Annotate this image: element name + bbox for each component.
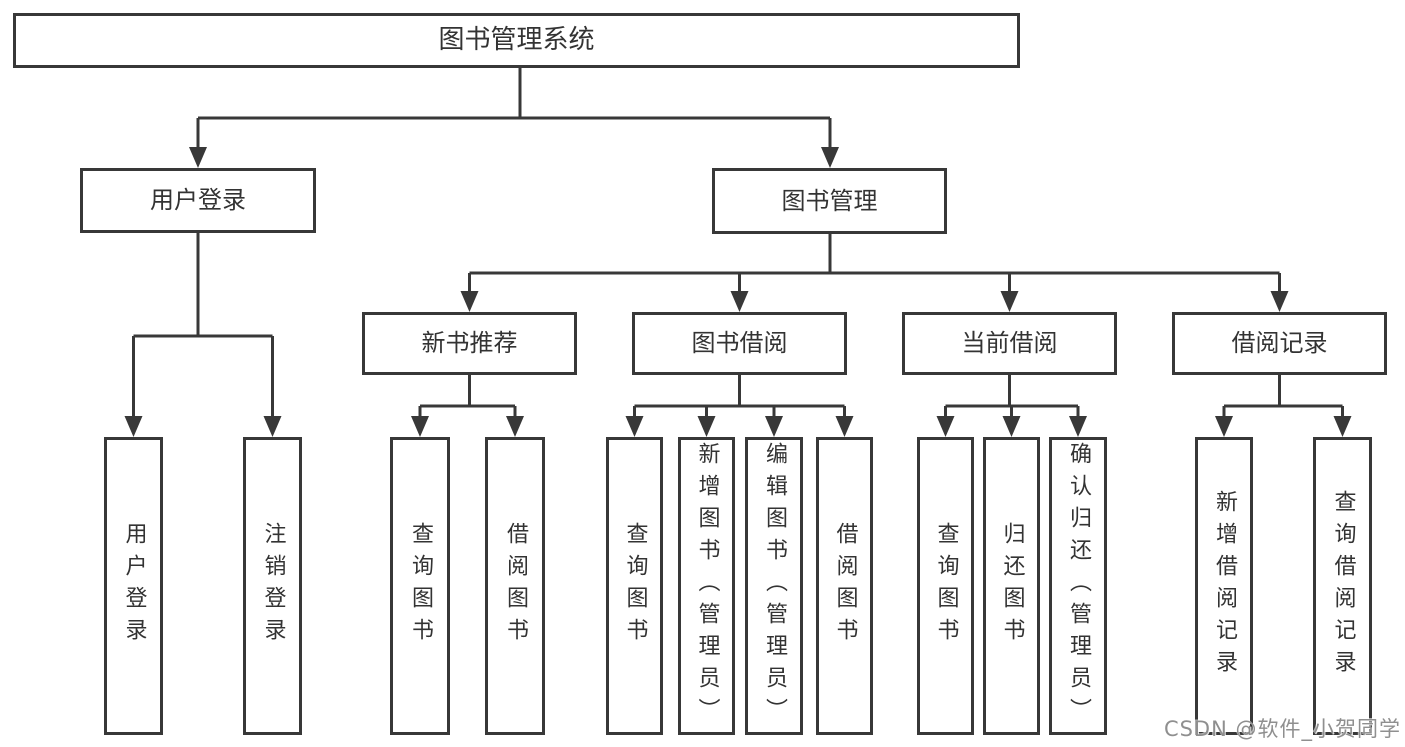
arrowhead-icons [124,147,1352,437]
node-library-management-system: 图书管理系统 [13,13,1020,68]
leaf-edit-book-admin: 编辑图书（管理员） [745,437,803,735]
tree-edges [132,68,1344,418]
leaf-logout: 注销登录 [243,437,302,735]
leaf-query-books-borrowing: 查询图书 [606,437,663,735]
leaf-borrow-books-recommend: 借阅图书 [485,437,545,735]
leaf-query-books-recommend: 查询图书 [390,437,450,735]
leaf-add-book-admin: 新增图书（管理员） [678,437,735,735]
leaf-borrow-books-borrowing: 借阅图书 [816,437,873,735]
leaf-query-books-current: 查询图书 [917,437,974,735]
node-current-borrowing: 当前借阅 [902,312,1117,375]
csdn-watermark: CSDN @软件_小贺同学 [1163,717,1401,741]
leaf-add-borrow-record: 新增借阅记录 [1195,437,1253,735]
leaf-user-login: 用户登录 [104,437,163,735]
leaf-query-borrow-record: 查询借阅记录 [1313,437,1372,735]
node-new-book-recommendation: 新书推荐 [362,312,577,375]
node-borrowing-records: 借阅记录 [1172,312,1387,375]
node-book-management: 图书管理 [712,168,947,234]
node-user-login: 用户登录 [80,168,316,233]
leaf-confirm-return-admin: 确认归还（管理员） [1049,437,1107,735]
leaf-return-books: 归还图书 [983,437,1040,735]
node-book-borrowing: 图书借阅 [632,312,847,375]
